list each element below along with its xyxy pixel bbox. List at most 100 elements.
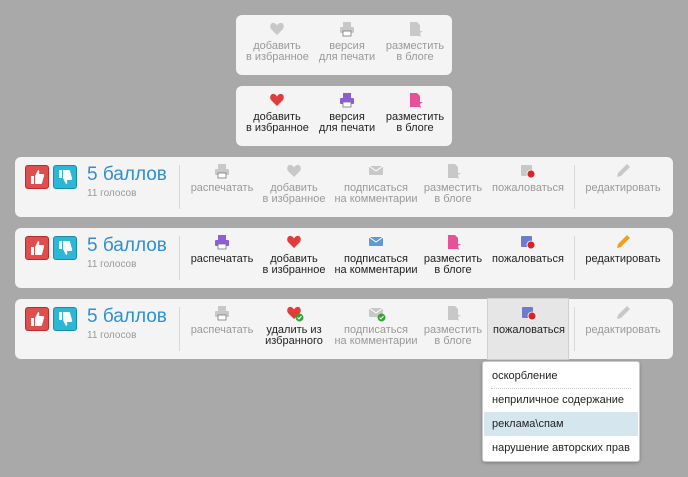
menu-item-spam[interactable]: реклама\спам <box>484 412 638 436</box>
complain-button[interactable]: пожаловаться <box>489 234 567 265</box>
divider <box>574 236 575 280</box>
post-blog-label: разместить в блоге <box>423 324 483 347</box>
heart-icon <box>269 92 285 108</box>
add-favorite-button[interactable]: добавить в избранное <box>260 234 328 276</box>
menu-item-insult[interactable]: оскорбление <box>492 370 558 382</box>
edit-button[interactable]: редактировать <box>580 163 666 194</box>
thumb-up-icon <box>29 240 45 256</box>
add-favorite-button[interactable]: добавить в избранное <box>246 92 309 134</box>
remove-favorite-label: удалить из избранного <box>265 324 323 347</box>
complain-button[interactable]: пожаловаться <box>489 163 567 194</box>
thumb-up-icon <box>29 169 45 185</box>
edit-button[interactable]: редактировать <box>580 234 666 265</box>
flag-icon <box>520 234 536 250</box>
printer-icon <box>214 163 230 179</box>
thumb-down-button[interactable] <box>53 165 77 189</box>
print-version-button[interactable]: версия для печати <box>316 92 378 134</box>
subscribe-comments-button[interactable]: подписаться на комментарии <box>331 234 421 276</box>
add-favorite-label: добавить в избранное <box>262 182 326 205</box>
edit-button[interactable]: редактировать <box>580 305 666 336</box>
rating-score: 5 баллов <box>87 306 167 327</box>
menu-item-copyright[interactable]: нарушение авторских прав <box>492 442 630 454</box>
heart-check-icon <box>286 305 302 321</box>
menu-divider <box>491 388 631 389</box>
post-blog-label: разместить в блоге <box>385 40 445 63</box>
print-button[interactable]: распечатать <box>185 234 259 265</box>
blog-icon <box>445 305 461 321</box>
remove-favorite-button[interactable]: удалить из избранного <box>260 305 328 347</box>
complain-button-open[interactable]: пожаловаться <box>487 298 569 360</box>
blog-icon <box>445 234 461 250</box>
subscribe-comments-label: подписаться на комментарии <box>334 324 418 347</box>
rating-votes: 11 голосов <box>87 259 137 270</box>
print-label: распечатать <box>190 253 254 265</box>
post-blog-label: разместить в блоге <box>423 253 483 276</box>
print-button[interactable]: распечатать <box>185 163 259 194</box>
thumb-down-icon <box>57 169 73 185</box>
subscribe-comments-button[interactable]: подписаться на комментарии <box>331 163 421 205</box>
add-favorite-button[interactable]: добавить в избранное <box>260 163 328 205</box>
share-toolbar-inactive: добавить в избранное версия для печати р… <box>236 15 452 75</box>
post-blog-label: разместить в блоге <box>385 111 445 134</box>
post-blog-button[interactable]: разместить в блоге <box>421 305 485 347</box>
post-blog-button[interactable]: разместить в блоге <box>421 234 485 276</box>
rating-toolbar-active: 5 баллов 11 голосов распечатать добавить… <box>15 228 673 288</box>
thumb-up-button[interactable] <box>25 236 49 260</box>
mail-icon <box>368 234 384 250</box>
add-favorite-label: добавить в избранное <box>262 253 326 276</box>
complain-label: пожаловаться <box>492 182 564 194</box>
print-version-label: версия для печати <box>318 111 376 134</box>
subscribe-comments-button[interactable]: подписаться на комментарии <box>331 305 421 347</box>
thumb-down-button[interactable] <box>53 236 77 260</box>
thumb-up-icon <box>29 311 45 327</box>
thumb-down-button[interactable] <box>53 307 77 331</box>
post-blog-label: разместить в блоге <box>423 182 483 205</box>
pencil-icon <box>615 163 631 179</box>
mail-icon <box>368 163 384 179</box>
print-label: распечатать <box>190 324 254 336</box>
complain-item: пожаловаться <box>490 305 568 336</box>
divider <box>574 165 575 209</box>
print-version-button[interactable]: версия для печати <box>316 21 378 63</box>
thumb-up-button[interactable] <box>25 307 49 331</box>
edit-label: редактировать <box>585 324 661 336</box>
rating-votes: 11 голосов <box>87 330 137 341</box>
rating-toolbar-complain-open: 5 баллов 11 голосов распечатать удалить … <box>15 298 673 360</box>
heart-icon <box>286 234 302 250</box>
post-blog-button[interactable]: разместить в блоге <box>384 21 446 63</box>
rating-toolbar-inactive: 5 баллов 11 голосов распечатать добавить… <box>15 157 673 217</box>
menu-item-indecent[interactable]: неприличное содержание <box>492 394 625 406</box>
divider <box>179 165 180 209</box>
pencil-icon <box>615 305 631 321</box>
share-toolbar-active: добавить в избранное версия для печати р… <box>236 86 452 146</box>
printer-icon <box>339 92 355 108</box>
subscribe-comments-label: подписаться на комментарии <box>334 182 418 205</box>
print-button[interactable]: распечатать <box>185 305 259 336</box>
blog-icon <box>445 163 461 179</box>
heart-icon <box>269 21 285 37</box>
divider <box>179 307 180 351</box>
flag-icon <box>521 305 537 321</box>
divider <box>574 307 575 351</box>
add-favorite-button[interactable]: добавить в избранное <box>246 21 309 63</box>
flag-icon <box>520 163 536 179</box>
thumb-up-button[interactable] <box>25 165 49 189</box>
post-blog-button[interactable]: разместить в блоге <box>384 92 446 134</box>
pencil-icon <box>615 234 631 250</box>
printer-icon <box>339 21 355 37</box>
blog-icon <box>407 21 423 37</box>
printer-icon <box>214 234 230 250</box>
complain-label: пожаловаться <box>492 253 564 265</box>
blog-icon <box>407 92 423 108</box>
edit-label: редактировать <box>585 253 661 265</box>
rating-votes: 11 голосов <box>87 188 137 199</box>
rating-score: 5 баллов <box>87 164 167 185</box>
thumb-down-icon <box>57 311 73 327</box>
thumb-down-icon <box>57 240 73 256</box>
add-favorite-label: добавить в избранное <box>246 111 309 134</box>
heart-icon <box>286 163 302 179</box>
post-blog-button[interactable]: разместить в блоге <box>421 163 485 205</box>
add-favorite-label: добавить в избранное <box>246 40 309 63</box>
mail-check-icon <box>368 305 384 321</box>
print-label: распечатать <box>190 182 254 194</box>
